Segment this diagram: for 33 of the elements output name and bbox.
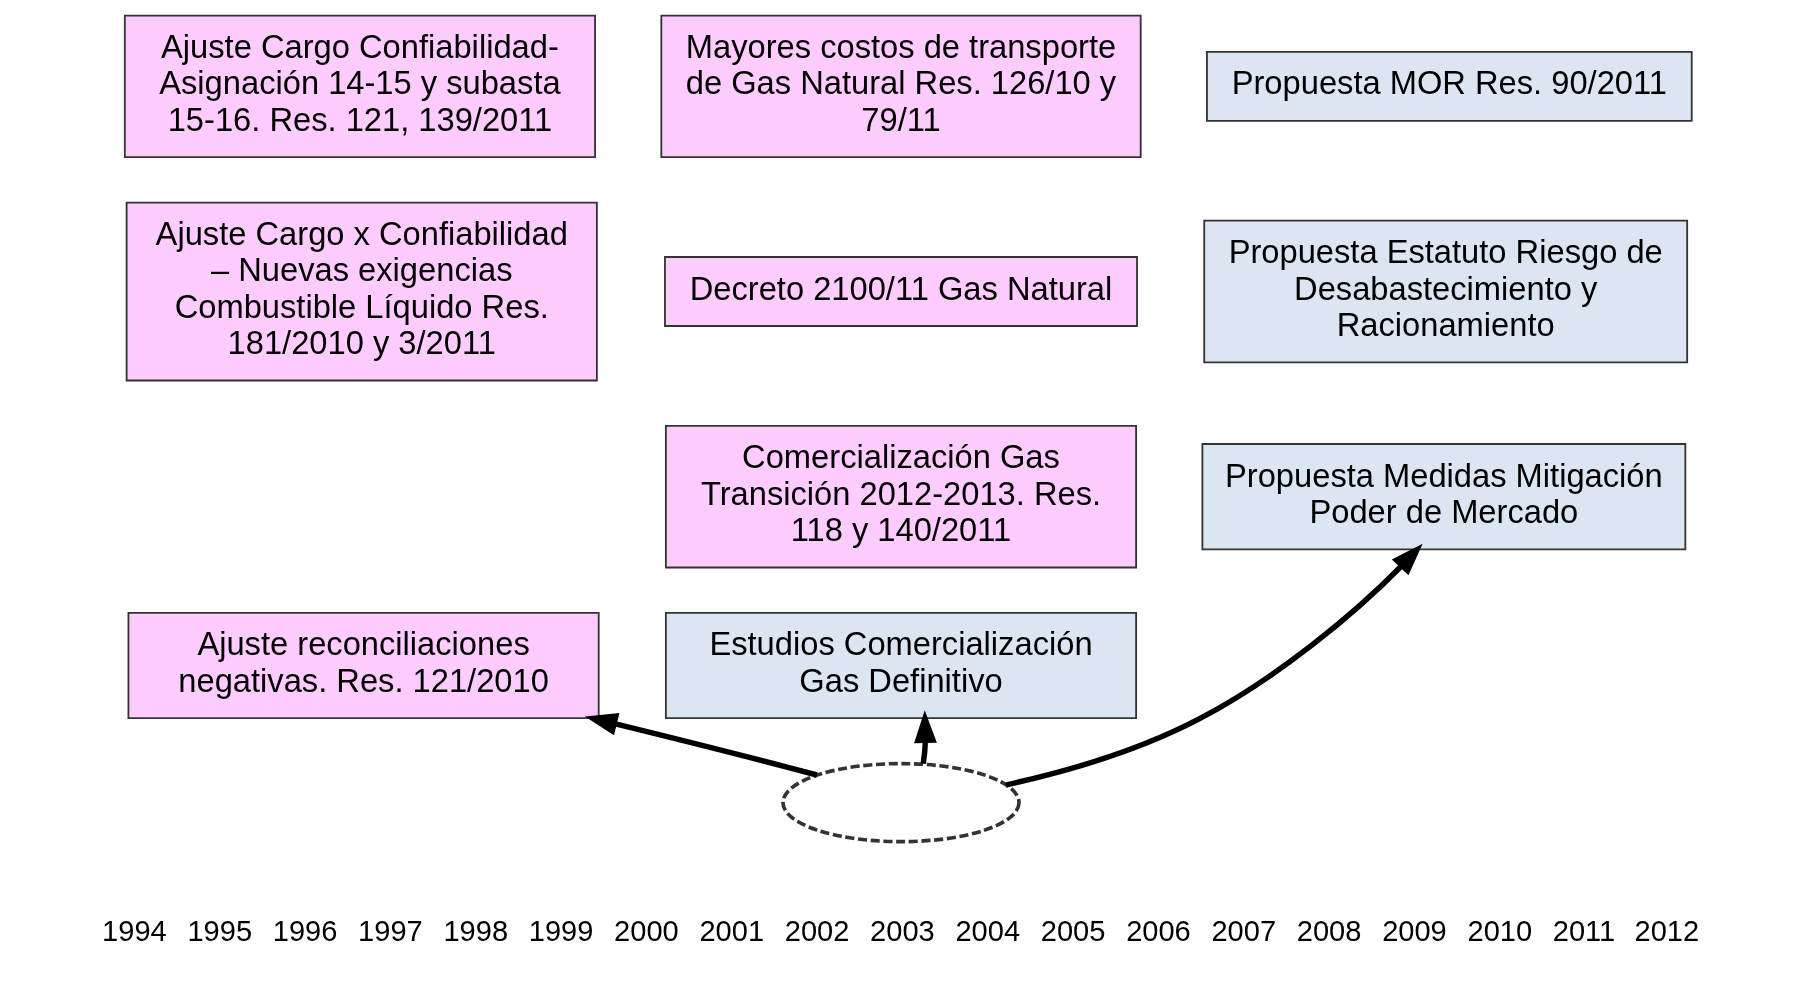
- label: 2011: [1552, 915, 1615, 948]
- arrow: [913, 710, 937, 764]
- node-box: Comercialización Gas Transición 2012-2013. Res. 118 y 140/2011: [664, 424, 1137, 569]
- node-box: Ajuste reconciliaciones negativas. Res. 121/2010: [127, 612, 600, 720]
- node-box: Mayores costos de transporte de Gas Natural Res. 126/10 y 79/11: [659, 14, 1142, 159]
- label: 2000: [613, 915, 679, 948]
- label: 1999: [528, 915, 593, 948]
- label: 2006: [1125, 915, 1191, 948]
- node-box: Estudios Comercialización Gas Definitivo: [664, 612, 1137, 720]
- arrow: [584, 713, 818, 778]
- node-box: Propuesta MOR Res. 90/2011: [1205, 50, 1693, 122]
- node-box: Propuesta Estatuto Riesgo de Desabastecimiento y Racionamiento: [1202, 219, 1688, 364]
- label: 2012: [1634, 915, 1699, 948]
- node-box: Ajuste Cargo x Confiabilidad – Nuevas exigencias Combustible Líquido Res. 181/2010 y 3/2011: [125, 201, 598, 382]
- node-box: Propuesta Medidas Mitigación Poder de Mercado: [1201, 443, 1686, 551]
- label: 2008: [1296, 915, 1361, 948]
- label: 2002: [784, 915, 849, 948]
- arrow: [1005, 543, 1423, 788]
- node-box: Decreto 2100/11 Gas Natural: [663, 256, 1138, 327]
- node-ellipse: [780, 761, 1021, 844]
- label: 2001: [698, 915, 764, 948]
- node-box: Ajuste Cargo Confiabilidad-Asignación 14-15 y subasta 15-16. Res. 121, 139/2011: [123, 14, 596, 159]
- label: 2007: [1210, 915, 1276, 948]
- label: 2010: [1466, 915, 1532, 948]
- label: 1998: [442, 915, 508, 948]
- label: 2003: [869, 915, 935, 948]
- label: 2005: [1040, 915, 1105, 948]
- label: 1996: [272, 915, 337, 948]
- label: 2009: [1381, 915, 1447, 948]
- label: 1995: [186, 915, 252, 948]
- label: 1994: [101, 915, 167, 948]
- label: 1997: [357, 915, 423, 948]
- label: 2004: [954, 915, 1020, 948]
